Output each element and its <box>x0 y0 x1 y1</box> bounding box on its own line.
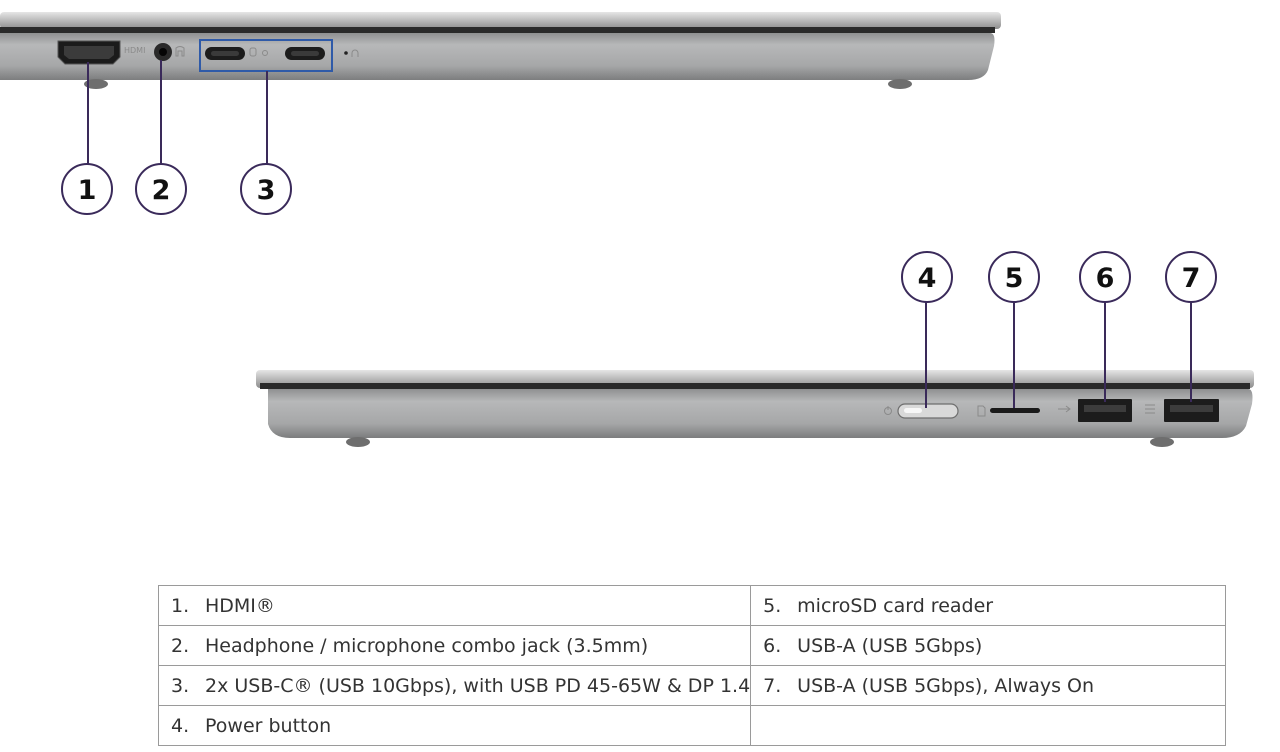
item-number: 7. <box>763 674 782 697</box>
right-lid-edge <box>260 383 1250 389</box>
item-number: 5. <box>763 594 782 617</box>
usb-a-port-icon <box>1145 399 1219 422</box>
item-number: 3. <box>171 674 190 697</box>
item-text: Power button <box>205 714 332 737</box>
callout-7: 7 <box>1165 251 1217 303</box>
svg-text:6: 6 <box>1096 263 1115 294</box>
left-lid-edge <box>0 27 995 33</box>
left-lid <box>0 12 1001 29</box>
table-cell: 2. Headphone / microphone combo jack (3.5… <box>157 625 752 666</box>
callout-1: 1 <box>61 163 113 215</box>
usb-c-port-icon <box>285 47 325 60</box>
svg-text:5: 5 <box>1005 263 1024 294</box>
svg-text:4: 4 <box>918 263 937 294</box>
callout-6: 6 <box>1079 251 1131 303</box>
table-cell: 5. microSD card reader <box>750 585 1227 626</box>
right-base <box>268 389 1253 438</box>
table-row: 4. Power button <box>157 705 1227 746</box>
item-number: 4. <box>171 714 190 737</box>
table-cell: 3. 2x USB-C® (USB 10Gbps), with USB PD 45… <box>157 665 752 706</box>
hdmi-port-label: HDMI <box>124 46 145 55</box>
table-cell: 6. USB-A (USB 5Gbps) <box>750 625 1227 666</box>
svg-text:2: 2 <box>152 175 171 206</box>
power-button-icon <box>884 403 959 419</box>
microsd-slot-icon <box>977 405 1040 417</box>
callout-4: 4 <box>901 251 953 303</box>
laptop-right-side-view: 4 5 6 7 <box>256 251 1254 447</box>
table-cell: 4. Power button <box>157 705 752 746</box>
svg-text:1: 1 <box>78 175 97 206</box>
usb-c-symbol-icon <box>249 47 268 57</box>
laptop-left-side-view: HDMI 1 <box>0 12 1001 215</box>
ports-diagram: HDMI 1 <box>0 12 1254 447</box>
svg-text:3: 3 <box>257 175 276 206</box>
item-text: Headphone / microphone combo jack (3.5mm… <box>205 634 649 657</box>
table-row: 1. HDMI® 5. microSD card reader <box>157 585 1227 626</box>
table-cell <box>750 705 1227 746</box>
ports-table: 1. HDMI® 5. microSD card reader 2. Headphon… <box>157 585 1227 746</box>
callout-3: 3 <box>240 163 292 215</box>
status-led-icon <box>344 49 359 57</box>
item-number: 6. <box>763 634 782 657</box>
item-text: HDMI® <box>205 594 275 617</box>
left-foot-rear <box>888 79 912 89</box>
table-cell: 1. HDMI® <box>157 585 752 626</box>
callout-2: 2 <box>135 163 187 215</box>
item-text: USB-A (USB 5Gbps) <box>797 634 983 657</box>
right-foot-rear <box>1150 437 1174 447</box>
usb-c-port-icon <box>205 47 245 60</box>
table-row: 2. Headphone / microphone combo jack (3.5… <box>157 625 1227 666</box>
table-row: 3. 2x USB-C® (USB 10Gbps), with USB PD 45… <box>157 665 1227 706</box>
left-base <box>0 33 995 80</box>
left-foot-front <box>84 79 108 89</box>
item-text: microSD card reader <box>797 594 994 617</box>
svg-text:7: 7 <box>1182 263 1201 294</box>
table-cell: 7. USB-A (USB 5Gbps), Always On <box>750 665 1227 706</box>
hdmi-port-icon <box>57 40 121 65</box>
right-foot-front <box>346 437 370 447</box>
item-number: 2. <box>171 634 190 657</box>
item-text: USB-A (USB 5Gbps), Always On <box>797 674 1095 697</box>
audio-jack-icon <box>154 43 185 61</box>
callout-5: 5 <box>988 251 1040 303</box>
usb-a-port-icon <box>1058 399 1132 422</box>
item-text: 2x USB-C® (USB 10Gbps), with USB PD 45-6… <box>205 674 751 697</box>
item-number: 1. <box>171 594 190 617</box>
